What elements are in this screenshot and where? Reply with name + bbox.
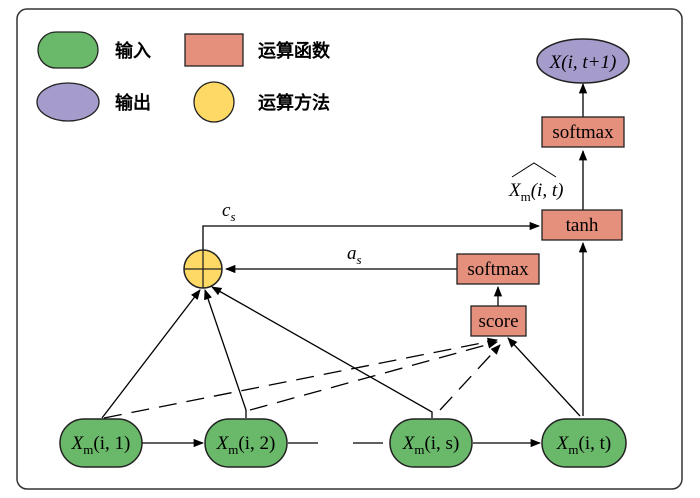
- label-weight: as: [347, 243, 362, 267]
- legend-input-swatch: [37, 31, 99, 69]
- input-node-s: Xm(i, s): [389, 418, 473, 468]
- diagram-frame: [16, 8, 683, 490]
- legend-function-swatch: [184, 33, 244, 67]
- output-node: X(i, t+1): [536, 38, 630, 84]
- legend-output-swatch: [36, 82, 100, 122]
- sum-node: [183, 249, 223, 289]
- legend-output-label: 输出: [115, 92, 151, 113]
- softmax-left-box: softmax: [456, 253, 540, 285]
- input-2-label: Xm(i, 2): [216, 433, 276, 457]
- input-t-shape: [541, 418, 627, 468]
- input-s-shape: [389, 418, 473, 468]
- input-t-label: Xm(i, t): [556, 433, 611, 457]
- hidden-state-text: Xm(i, t): [508, 180, 563, 204]
- legend-input-label: 输入: [115, 40, 151, 61]
- score-box: score: [470, 305, 527, 337]
- softmax-left-label: softmax: [467, 259, 529, 280]
- legend-method-swatch: [193, 81, 235, 123]
- input-node-2: Xm(i, 2): [204, 418, 288, 468]
- softmax-top-label: softmax: [552, 122, 614, 143]
- output-label: X(i, t+1): [549, 52, 617, 73]
- edge-sum-tanh: [202, 221, 541, 250]
- output-ellipse: [536, 38, 630, 84]
- score-rect: [470, 305, 527, 337]
- score-label: score: [478, 311, 518, 332]
- edge-in2-sum: [204, 289, 247, 418]
- softmax-top-rect: [541, 116, 625, 148]
- edge-ins-score-dashed: [439, 344, 501, 411]
- tanh-label: tanh: [566, 215, 599, 236]
- input-1-label: Xm(i, 1): [71, 433, 131, 457]
- input-2-shape: [204, 418, 288, 468]
- softmax-top-box: softmax: [541, 116, 625, 148]
- legend-function-label: 运算函数: [258, 40, 331, 61]
- edge-int-score: [507, 337, 581, 417]
- edge-ins-sum: [211, 286, 433, 418]
- edge-in2-score-dashed: [249, 340, 499, 411]
- tanh-rect: [541, 209, 623, 241]
- legend: 输入 运算函数 输出 运算方法: [36, 31, 331, 123]
- edge-in1-sum: [101, 289, 201, 419]
- tanh-box: tanh: [541, 209, 623, 241]
- hidden-state-label: Xm(i, t): [508, 162, 563, 204]
- hat-mark: [511, 162, 557, 178]
- edge-in1-score-dashed: [103, 337, 499, 419]
- softmax-left-rect: [456, 253, 540, 285]
- legend-method-label: 运算方法: [258, 92, 330, 113]
- edges: [101, 82, 588, 448]
- input-node-1: Xm(i, 1): [59, 418, 143, 468]
- input-1-shape: [59, 418, 143, 468]
- input-node-t: Xm(i, t): [541, 418, 627, 468]
- input-s-label: Xm(i, s): [402, 433, 460, 457]
- label-context: cs: [222, 200, 236, 224]
